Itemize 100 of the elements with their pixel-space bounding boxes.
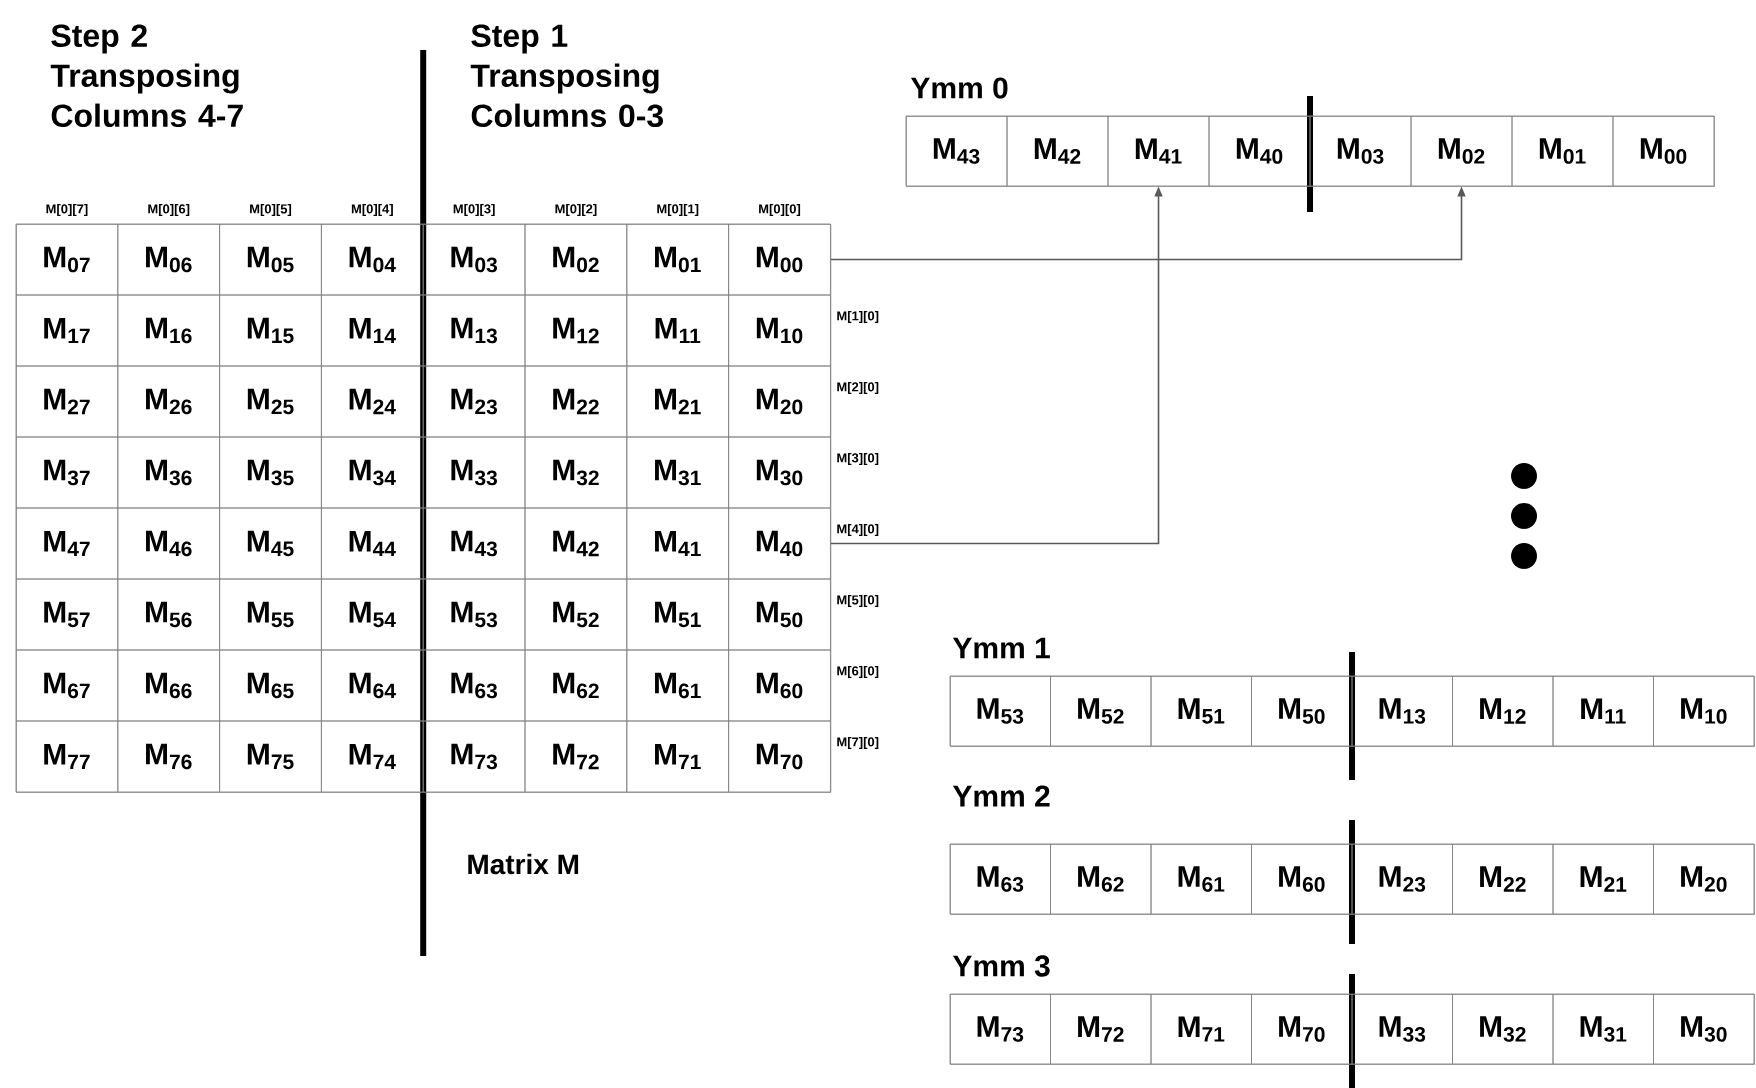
- matrix-cell: M$_{54}$: [321, 578, 424, 651]
- matrix-cell: M$_{35}$: [219, 436, 322, 509]
- matrix-cell: M$_{56}$: [117, 578, 220, 651]
- matrix-cell: M$_{02}$: [524, 223, 628, 296]
- matrix-cell: M$_{64}$: [321, 649, 424, 722]
- register-label: Ymm 0: [910, 77, 1008, 99]
- register-cell: M$_{71}$: [1150, 993, 1252, 1065]
- register-cell: M$_{30}$: [1653, 993, 1755, 1065]
- register-cell: M$_{70}$: [1251, 993, 1353, 1065]
- matrix-cell: M$_{33}$: [422, 436, 526, 509]
- matrix-cell: M$_{66}$: [117, 649, 220, 722]
- register-cell: M$_{52}$: [1050, 675, 1152, 747]
- step-heading: Step 2 Transposing Columns 4-7: [50, 24, 243, 128]
- register-cell: M$_{11}$: [1552, 675, 1654, 747]
- register-cell: M$_{03}$: [1309, 115, 1412, 187]
- matrix-cell: M$_{32}$: [524, 436, 628, 509]
- matrix-cell: M$_{74}$: [321, 720, 424, 793]
- matrix-cell: M$_{61}$: [626, 649, 729, 722]
- matrix-cell: M$_{15}$: [219, 294, 322, 367]
- matrix-cell: M$_{47}$: [15, 507, 119, 580]
- matrix-cell: M$_{23}$: [422, 365, 526, 438]
- matrix-cell: M$_{04}$: [321, 223, 424, 296]
- register-cell: M$_{42}$: [1006, 115, 1109, 187]
- register-label: Ymm 3: [952, 955, 1050, 977]
- matrix-cell: M$_{22}$: [524, 365, 628, 438]
- matrix-cell: M$_{41}$: [626, 507, 729, 580]
- matrix-cell: M$_{05}$: [219, 223, 322, 296]
- matrix-cell: M$_{55}$: [219, 578, 322, 651]
- matrix-cell: M$_{30}$: [728, 436, 831, 509]
- register-cell: M$_{21}$: [1552, 843, 1654, 915]
- matrix-cell: M$_{13}$: [422, 294, 526, 367]
- register-cell: M$_{62}$: [1050, 843, 1152, 915]
- matrix-cell: M$_{25}$: [219, 365, 322, 438]
- matrix-cell: M$_{34}$: [321, 436, 424, 509]
- matrix-cell: M$_{45}$: [219, 507, 322, 580]
- register-cell: M$_{72}$: [1050, 993, 1152, 1065]
- matrix-cell: M$_{73}$: [422, 720, 526, 793]
- matrix-cell: M$_{51}$: [626, 578, 729, 651]
- register-cell: M$_{12}$: [1452, 675, 1554, 747]
- matrix-cell: M$_{67}$: [15, 649, 119, 722]
- register-cell: M$_{20}$: [1653, 843, 1755, 915]
- register-cell: M$_{10}$: [1653, 675, 1755, 747]
- matrix-cell: M$_{31}$: [626, 436, 729, 509]
- register-cell: M$_{02}$: [1410, 115, 1513, 187]
- register-cell: M$_{40}$: [1208, 115, 1311, 187]
- matrix-cell: M$_{36}$: [117, 436, 220, 509]
- register-cell: M$_{50}$: [1251, 675, 1353, 747]
- matrix-cell: M$_{72}$: [524, 720, 628, 793]
- register-cell: M$_{63}$: [949, 843, 1051, 915]
- register-label: Ymm 1: [952, 637, 1050, 659]
- matrix-cell: M$_{40}$: [728, 507, 831, 580]
- matrix-cell: M$_{26}$: [117, 365, 220, 438]
- matrix-cell: M$_{24}$: [321, 365, 424, 438]
- register-cell: M$_{41}$: [1107, 115, 1210, 187]
- matrix-cell: M$_{06}$: [117, 223, 220, 296]
- matrix-cell: M$_{53}$: [422, 578, 526, 651]
- matrix-cell: M$_{63}$: [422, 649, 526, 722]
- matrix-caption: Matrix M: [468, 853, 579, 875]
- matrix-cell: M$_{43}$: [422, 507, 526, 580]
- matrix-cell: M$_{60}$: [728, 649, 831, 722]
- matrix-cell: M$_{77}$: [15, 720, 119, 793]
- matrix-cell: M$_{44}$: [321, 507, 424, 580]
- matrix-cell: M$_{50}$: [728, 578, 831, 651]
- matrix-cell: M$_{37}$: [15, 436, 119, 509]
- step-heading: Step 1 Transposing Columns 0-3: [470, 24, 664, 128]
- matrix-cell: M$_{52}$: [524, 578, 628, 651]
- matrix-cell: M$_{75}$: [219, 720, 322, 793]
- matrix-cell: M$_{76}$: [117, 720, 220, 793]
- matrix-cell: M$_{65}$: [219, 649, 322, 722]
- matrix-cell: M$_{11}$: [626, 294, 729, 367]
- matrix-cell: M$_{21}$: [626, 365, 729, 438]
- matrix-cell: M$_{01}$: [626, 223, 729, 296]
- matrix-cell: M$_{42}$: [524, 507, 628, 580]
- register-cell: M$_{13}$: [1351, 675, 1453, 747]
- register-cell: M$_{43}$: [905, 115, 1008, 187]
- matrix-cell: M$_{57}$: [15, 578, 119, 651]
- register-cell: M$_{00}$: [1612, 115, 1715, 187]
- register-cell: M$_{60}$: [1251, 843, 1353, 915]
- matrix-cell: M$_{10}$: [728, 294, 831, 367]
- register-cell: M$_{31}$: [1552, 993, 1654, 1065]
- matrix-cell: M$_{20}$: [728, 365, 831, 438]
- matrix-cell: M$_{70}$: [728, 720, 831, 793]
- register-cell: M$_{61}$: [1150, 843, 1252, 915]
- register-cell: M$_{51}$: [1150, 675, 1252, 747]
- matrix-cell: M$_{27}$: [15, 365, 119, 438]
- matrix-cell: M$_{16}$: [117, 294, 220, 367]
- matrix-cell: M$_{07}$: [15, 223, 119, 296]
- register-cell: M$_{73}$: [949, 993, 1051, 1065]
- matrix-cell: M$_{46}$: [117, 507, 220, 580]
- matrix-cell: M$_{62}$: [524, 649, 628, 722]
- register-label: Ymm 2: [952, 785, 1050, 807]
- register-cell: M$_{32}$: [1452, 993, 1554, 1065]
- register-cell: M$_{23}$: [1351, 843, 1453, 915]
- register-cell: M$_{33}$: [1351, 993, 1453, 1065]
- matrix-cell: M$_{14}$: [321, 294, 424, 367]
- matrix-cell: M$_{03}$: [422, 223, 526, 296]
- matrix-cell: M$_{17}$: [15, 294, 119, 367]
- matrix-cell: M$_{12}$: [524, 294, 628, 367]
- matrix-cell: M$_{00}$: [728, 223, 831, 296]
- register-cell: M$_{22}$: [1452, 843, 1554, 915]
